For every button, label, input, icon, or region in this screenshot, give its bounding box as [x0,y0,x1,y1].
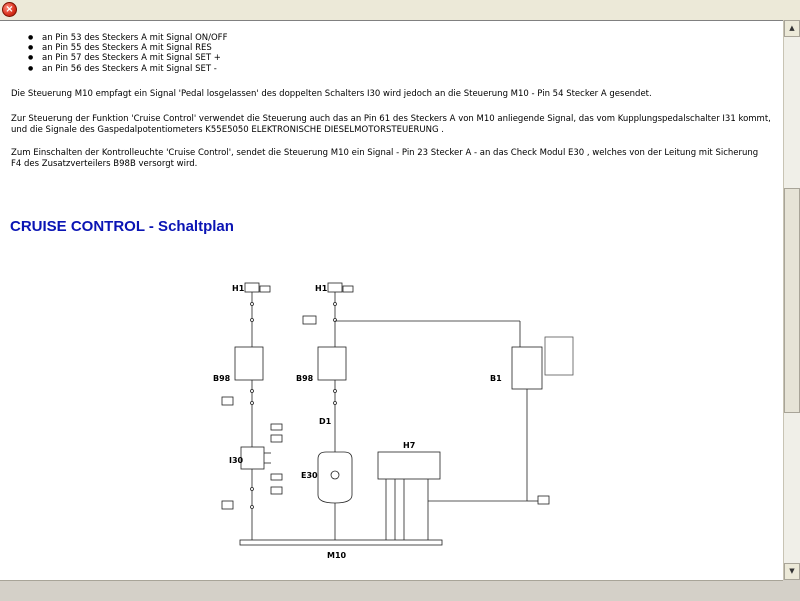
scrollbar-corner [783,580,800,600]
scrollbar-thumb[interactable] [784,188,800,413]
label-b98-left: B98 [213,374,231,383]
wiring-diagram: H1 H1 B98 B98 B1 D1 I30 E30 H7 M10 [213,282,574,560]
label-d1: D1 [319,417,332,426]
list-item: an Pin 55 des Steckers A mit Signal RES [28,43,227,53]
list-item: an Pin 57 des Steckers A mit Signal SET … [28,53,227,63]
label-i30: I30 [229,456,244,465]
pin-signal-list: an Pin 53 des Steckers A mit Signal ON/O… [14,33,227,74]
label-m10: M10 [327,551,347,560]
paragraph-pedal-signal: Die Steuerung M10 empfagt ein Signal 'Pe… [11,89,652,99]
label-h1-left: H1 [232,284,245,293]
label-b98-right: B98 [296,374,314,383]
paragraph-cruise-control-function: Zur Steuerung der Funktion 'Cruise Contr… [11,114,771,135]
label-b1: B1 [490,374,502,383]
close-icon[interactable]: × [2,2,17,17]
bottom-bar [0,580,783,601]
document-viewport[interactable]: an Pin 53 des Steckers A mit Signal ON/O… [0,20,783,581]
paragraph-warning-lamp: Zum Einschalten der Kontrolleuchte 'Crui… [11,148,759,169]
label-h1-right: H1 [315,284,328,293]
scroll-down-icon[interactable]: ▼ [784,563,800,580]
section-heading: CRUISE CONTROL - Schaltplan [10,218,234,235]
label-e30: E30 [301,471,318,480]
vertical-scrollbar[interactable]: ▲ ▼ [783,20,800,580]
label-h7: H7 [403,441,415,450]
title-bar: × [0,0,800,21]
list-item: an Pin 53 des Steckers A mit Signal ON/O… [28,33,227,43]
list-item: an Pin 56 des Steckers A mit Signal SET … [28,64,227,74]
scroll-up-icon[interactable]: ▲ [784,20,800,37]
